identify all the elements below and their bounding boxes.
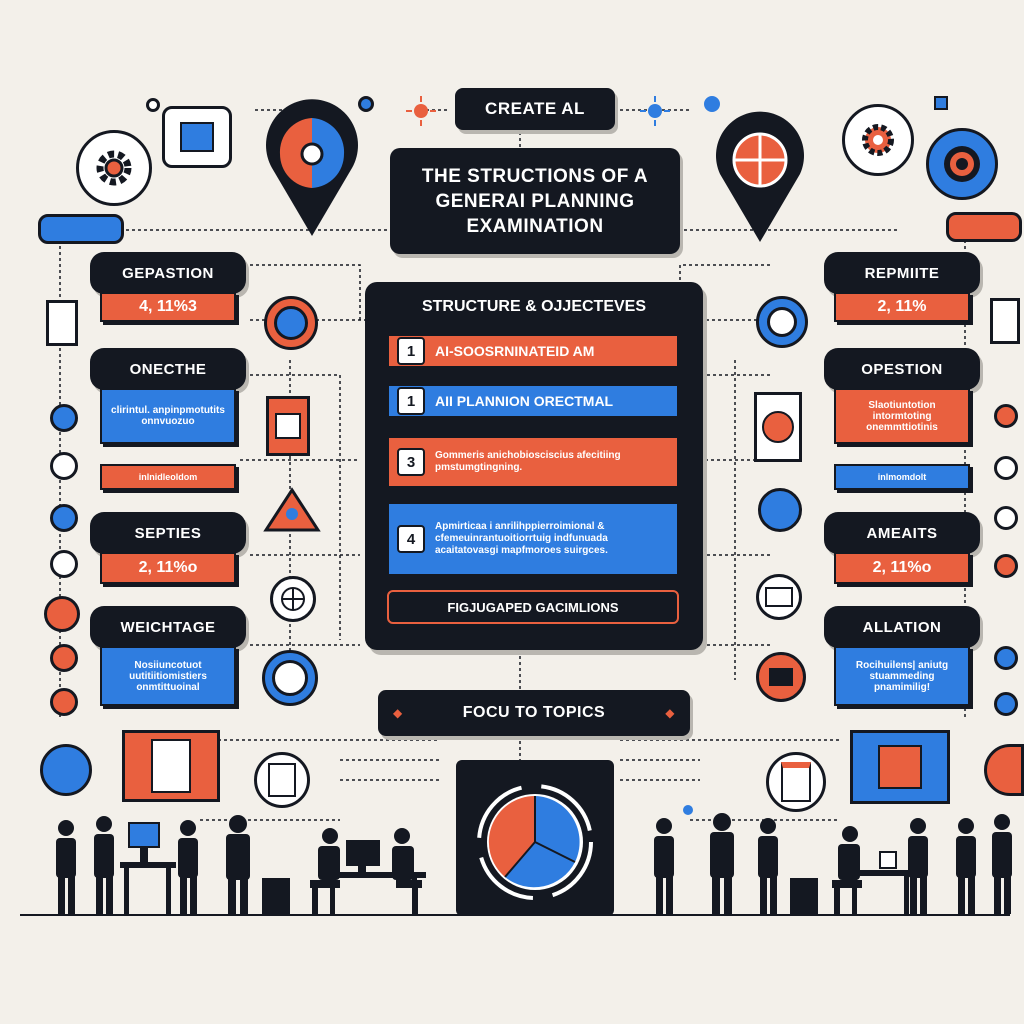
small-dot xyxy=(704,96,720,112)
ameaits-label: AMEAITS xyxy=(824,512,980,554)
document-icon xyxy=(162,106,232,168)
node-dot xyxy=(994,554,1018,578)
gear-icon xyxy=(40,744,92,796)
target-icon xyxy=(262,650,318,706)
node-dot xyxy=(994,404,1018,428)
onecthe-bar: inlnidleoldom xyxy=(100,464,236,490)
objective-item-2: 1 AII PLANNION ORECTMAL xyxy=(387,384,679,418)
document-icon xyxy=(754,392,802,462)
repmite-label: REPMIITE xyxy=(824,252,980,294)
small-dot xyxy=(146,98,160,112)
gear-icon xyxy=(984,744,1024,796)
toggle-icon xyxy=(38,214,124,244)
septies-value: 2, 11%o xyxy=(100,552,236,584)
panel-heading: STRUCTURE & OJJECTEVES xyxy=(421,298,647,315)
focus-topics-label: ◆ FOCU TO TOPICS ◆ xyxy=(378,690,690,736)
node-dot xyxy=(50,550,78,578)
gear-icon xyxy=(842,104,914,176)
item-text: Gommeris anichobiosciscius afecitiing pm… xyxy=(435,450,621,473)
title-line-2: GENERAI PLANNING xyxy=(435,190,635,212)
target-icon xyxy=(756,296,808,348)
people-silhouettes-icon xyxy=(56,805,1012,914)
focus-text: FOCU TO TOPICS xyxy=(462,704,606,721)
node-dot xyxy=(50,452,78,480)
small-square xyxy=(934,96,948,110)
objective-item-1: 1 AI-SOOSRNINATEID AM xyxy=(387,334,679,368)
weightage-label: WEICHTAGE xyxy=(90,606,246,648)
gepastion-label: GEPASTION xyxy=(90,252,246,294)
item-number: 3 xyxy=(397,448,425,476)
globe-icon xyxy=(270,576,316,622)
item-text: AII PLANNION ORECTMAL xyxy=(435,393,614,409)
node-dot xyxy=(50,688,78,716)
clipboard-icon xyxy=(990,298,1020,344)
node-dot xyxy=(994,692,1018,716)
small-dot xyxy=(358,96,374,112)
node-dot xyxy=(50,504,78,532)
gepastion-value: 4, 11%3 xyxy=(100,292,236,322)
document-icon xyxy=(122,730,220,802)
pie-chart-icon xyxy=(477,784,593,900)
gear-icon xyxy=(76,130,152,206)
toggle-icon xyxy=(946,212,1022,242)
pie-chart-monitor xyxy=(456,760,614,916)
brain-gear-icon xyxy=(266,99,358,237)
item-number: 1 xyxy=(397,337,425,365)
item-text: AI-SOOSRNINATEID AM xyxy=(435,343,595,359)
node-dot xyxy=(50,644,78,672)
node-dot xyxy=(50,404,78,432)
location-pin-icon xyxy=(716,111,804,242)
objective-item-3: 3 Gommeris anichobiosciscius afecitiing … xyxy=(387,436,679,488)
node-dot xyxy=(994,456,1018,480)
diamond-icon: ◆ xyxy=(665,706,675,720)
structure-objectives-panel: STRUCTURE & OJJECTEVES 1 AI-SOOSRNINATEI… xyxy=(365,282,703,650)
window-icon xyxy=(756,574,802,620)
item-number: 4 xyxy=(397,525,425,553)
title-line-3: EXAMINATION xyxy=(466,215,604,237)
repmite-value: 2, 11% xyxy=(834,292,970,322)
target-icon xyxy=(264,296,318,350)
objective-item-4: 4 Apmirticaa i anrilihppierroimional & c… xyxy=(387,502,679,576)
onecthe-label: ONECTHE xyxy=(90,348,246,390)
node-dot xyxy=(44,596,80,632)
document-icon xyxy=(766,752,826,812)
page-title: THE STRUCTIONS OF A GENERAI PLANNING EXA… xyxy=(390,148,680,254)
allation-label: ALLATION xyxy=(824,606,980,648)
allation-text: Rocihuilens| aniutg stuammeding pnamimil… xyxy=(834,646,970,706)
clipboard-icon xyxy=(46,300,78,346)
target-icon xyxy=(758,488,802,532)
sun-icon xyxy=(640,96,670,126)
warning-icon xyxy=(263,487,321,532)
opestion-text: Slaotiuntotion intormtoting onemmttiotin… xyxy=(834,388,970,444)
sun-icon xyxy=(406,96,436,126)
title-line-1: THE STRUCTIONS OF A xyxy=(421,165,649,187)
item-number: 1 xyxy=(397,387,425,415)
target-icon xyxy=(926,128,998,200)
footer-item: FIGJUGAPED GACIMLIONS xyxy=(387,590,679,624)
node-dot xyxy=(994,646,1018,670)
weightage-text: Nosiiuncotuot uutitiitiomistiers onmtitt… xyxy=(100,646,236,706)
opestion-bar: inlmomdolt xyxy=(834,464,970,490)
item-text: Apmirticaa i anrilihppierroimional & cfe… xyxy=(435,521,608,556)
septies-label: SEPTIES xyxy=(90,512,246,554)
document-icon xyxy=(254,752,310,808)
monitor-icon xyxy=(756,652,806,702)
monitor-icon xyxy=(850,730,950,804)
frame-icon xyxy=(266,396,310,456)
diamond-icon: ◆ xyxy=(393,706,403,720)
node-dot xyxy=(994,506,1018,530)
ameaits-value: 2, 11%o xyxy=(834,552,970,584)
opestion-label: OPESTION xyxy=(824,348,980,390)
onecthe-text: clirintul. anpinpmotutits onnvuozuo xyxy=(100,388,236,444)
top-label: CREATE AL xyxy=(455,88,615,130)
